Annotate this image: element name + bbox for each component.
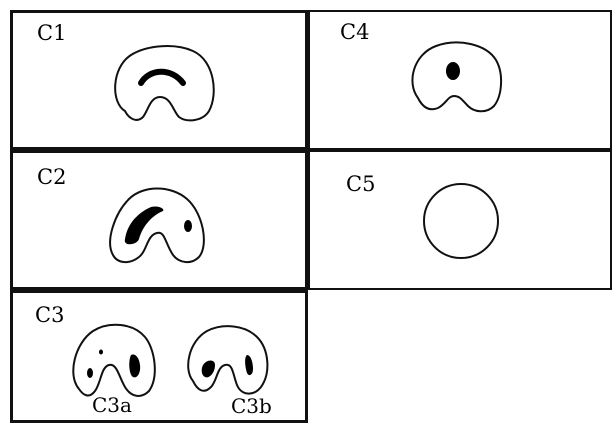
- c2-grey-matter-right: [184, 220, 192, 232]
- panel-c3a-label: C3a: [92, 395, 132, 415]
- c1-grey-matter-arc: [141, 72, 183, 83]
- c4-grey-matter-dot: [446, 62, 460, 80]
- panel-c3: C3 C3a C3b: [10, 290, 308, 423]
- c2-cross-section: [13, 153, 311, 293]
- c5-cross-section: [310, 152, 614, 292]
- c3b-grey-matter-left: [202, 361, 215, 378]
- c3a-grey-matter-right: [129, 354, 140, 377]
- c3a-grey-matter-dot: [99, 350, 103, 355]
- c4-cross-section: [310, 12, 614, 152]
- c3b-grey-matter-right: [245, 355, 253, 375]
- c3a-section-outline: [73, 325, 154, 396]
- c3b-section-outline: [188, 326, 267, 393]
- panel-c2: C2: [10, 150, 308, 290]
- c3a-grey-matter-left: [87, 368, 93, 378]
- panel-c4: C4: [308, 10, 612, 150]
- panel-c1: C1: [10, 10, 308, 150]
- c1-section-outline: [115, 46, 214, 120]
- panel-c3b-label: C3b: [231, 396, 272, 416]
- c2-grey-matter-left: [125, 206, 164, 244]
- c1-cross-section: [13, 13, 311, 153]
- panel-c5: C5: [308, 150, 612, 290]
- c5-section-outline: [424, 184, 498, 258]
